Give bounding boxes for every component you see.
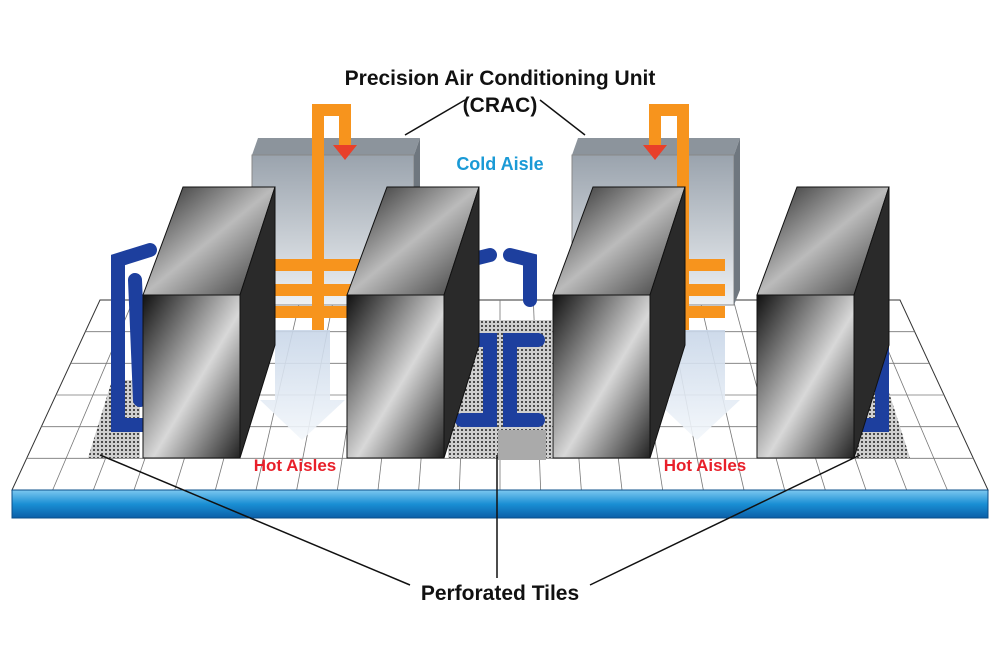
crac-title: Precision Air Conditioning Unit (345, 67, 656, 90)
floor-base (11, 489, 989, 519)
rack-3 (552, 186, 686, 459)
leader-lines (99, 99, 861, 586)
cold-aisle-label: Cold Aisle (456, 154, 543, 174)
rack-2 (346, 186, 480, 459)
rack-4 (756, 186, 890, 459)
crac-abbrev: (CRAC) (463, 94, 538, 117)
hot-aisles-label-right: Hot Aisles (664, 456, 747, 475)
rack-1 (142, 186, 276, 459)
perforated-tiles-label: Perforated Tiles (421, 582, 579, 605)
hot-aisles-label-left: Hot Aisles (254, 456, 337, 475)
